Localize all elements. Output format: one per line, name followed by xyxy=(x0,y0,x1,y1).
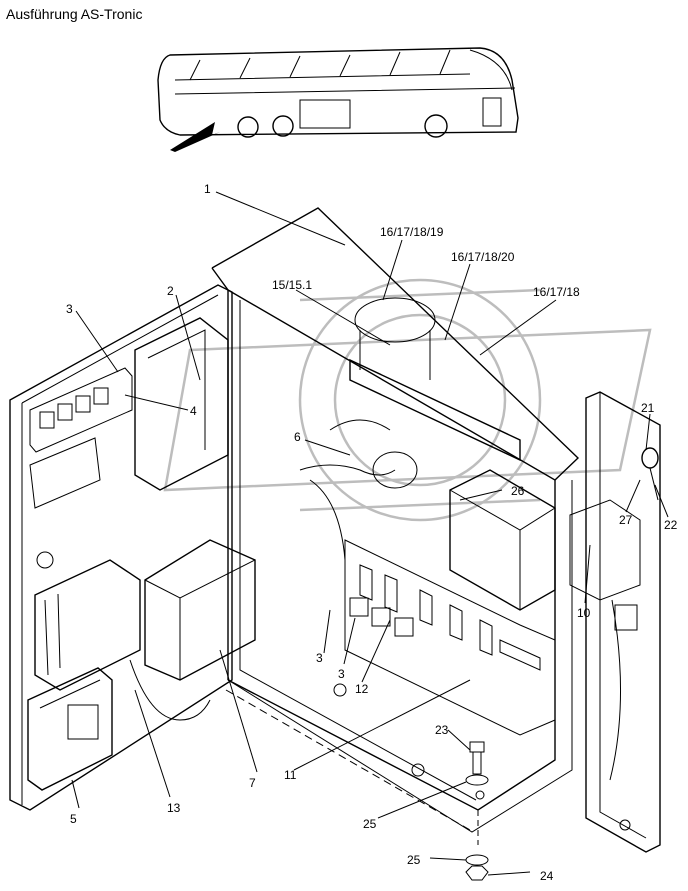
bus-illustration xyxy=(157,47,519,152)
callout-23: 23 xyxy=(435,723,449,737)
callout-6: 6 xyxy=(294,430,301,444)
callout-7: 7 xyxy=(249,776,256,790)
callout-2: 2 xyxy=(167,284,174,298)
callout-3-upper: 3 xyxy=(316,651,323,665)
callout-22: 22 xyxy=(664,518,678,532)
leader-lines xyxy=(71,191,669,876)
callout-1: 1 xyxy=(204,182,211,196)
diagram-title: Ausführung AS-Tronic xyxy=(6,6,143,22)
callout-3-lower: 3 xyxy=(338,667,345,681)
control-unit-5 xyxy=(27,667,113,791)
control-unit-13 xyxy=(34,559,141,691)
cabinet-housing xyxy=(211,207,580,845)
callout-3-door: 3 xyxy=(66,302,73,316)
callout-25-upper: 25 xyxy=(363,817,377,831)
callout-24: 24 xyxy=(540,869,554,883)
callout-16-17-18: 16/17/18 xyxy=(533,285,580,299)
callout-26: 26 xyxy=(511,484,525,498)
callout-labels: 1 2 3 4 16/17/18/19 16/17/18/20 15/15.1 … xyxy=(66,182,678,883)
callout-21: 21 xyxy=(641,401,655,415)
relay-block xyxy=(29,367,133,509)
callout-13: 13 xyxy=(167,801,181,815)
callout-25-lower: 25 xyxy=(407,853,421,867)
fastener-set xyxy=(465,741,489,881)
callout-16-17-18-19: 16/17/18/19 xyxy=(380,225,444,239)
watermark-logo xyxy=(163,278,652,522)
right-side-panel xyxy=(569,391,661,853)
control-unit-7 xyxy=(129,539,256,721)
callout-4: 4 xyxy=(190,404,197,418)
harness-assembly xyxy=(299,297,521,561)
callout-27: 27 xyxy=(619,513,633,527)
control-unit-2 xyxy=(134,317,229,491)
callout-11: 11 xyxy=(284,768,297,782)
module-26 xyxy=(449,469,556,611)
terminal-base-plate xyxy=(344,539,556,736)
callout-5: 5 xyxy=(70,812,77,826)
callout-12: 12 xyxy=(355,682,369,696)
callout-10: 10 xyxy=(577,606,591,620)
left-cabinet-door xyxy=(9,284,233,811)
callout-15-15-1: 15/15.1 xyxy=(272,278,312,292)
callout-16-17-18-20: 16/17/18/20 xyxy=(451,250,515,264)
